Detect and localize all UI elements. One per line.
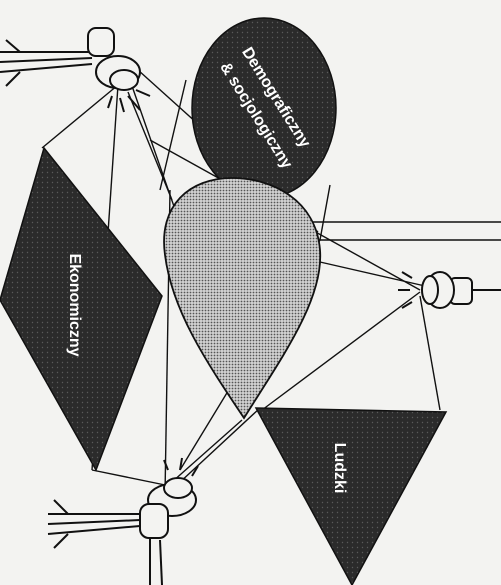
spotlight-right-icon xyxy=(398,272,501,308)
economic-label: Ekonomiczny xyxy=(66,253,83,356)
central-focus-drop xyxy=(164,178,320,418)
human-triangle: Ludzki xyxy=(256,408,446,585)
human-label: Ludzki xyxy=(331,443,348,494)
demographic-ellipse: Demograficzny & socjologiczny xyxy=(192,18,336,198)
economic-diamond: Ekonomiczny xyxy=(0,148,162,470)
spotlight-top-left-icon xyxy=(0,28,150,112)
